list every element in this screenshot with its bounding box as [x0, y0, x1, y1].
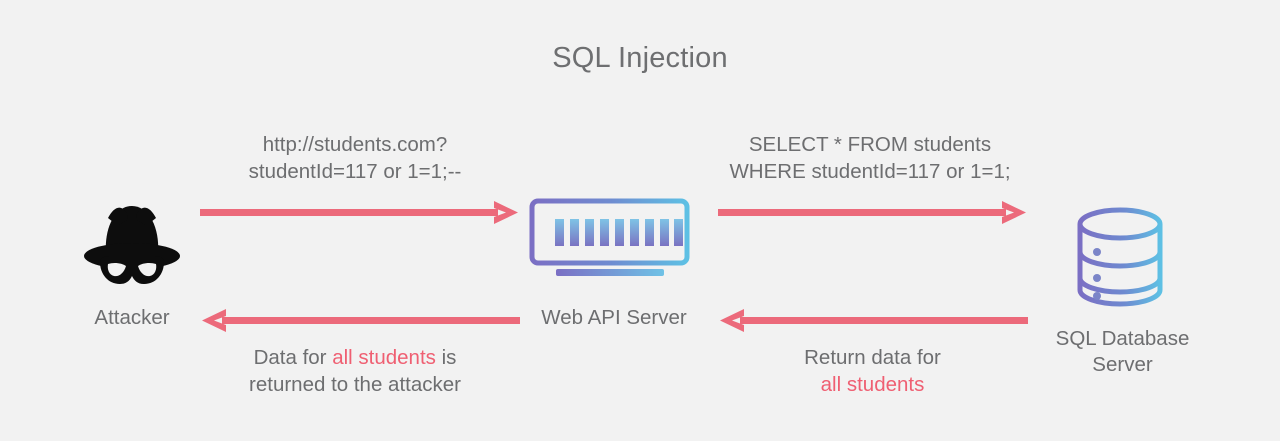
return-highlight: all students — [820, 373, 925, 396]
response-part1: Data for — [253, 346, 333, 369]
database-indicator-dots — [1093, 248, 1101, 300]
page-title: SQL Injection — [552, 42, 728, 74]
database-label-line1: SQL Database — [1055, 327, 1190, 350]
request-line2: studentId=117 or 1=1;-- — [248, 160, 462, 183]
monitor-icon — [528, 197, 700, 284]
message-sql-query: SELECT * FROM students WHERE studentId=1… — [705, 131, 1035, 185]
node-label-sql-database-server: SQL Database Server — [1030, 326, 1215, 378]
arrow-server-to-attacker — [200, 308, 520, 339]
database-label-line2: Server — [1092, 353, 1153, 376]
response-line2: returned to the attacker — [249, 373, 461, 396]
query-line1: SELECT * FROM students — [748, 133, 992, 156]
response-part2: is — [435, 346, 457, 369]
hacker-hat-mask-icon — [78, 196, 186, 293]
database-cylinder-icon — [1068, 204, 1172, 314]
monitor-bars — [555, 219, 683, 246]
node-label-attacker: Attacker — [94, 306, 170, 329]
return-line1: Return data for — [804, 346, 941, 369]
message-request: http://students.com? studentId=117 or 1=… — [205, 131, 505, 185]
response-highlight: all students — [332, 346, 436, 369]
node-label-web-api-server: Web API Server — [541, 306, 687, 329]
message-return-data: Return data for all students — [755, 344, 990, 398]
request-line1: http://students.com? — [262, 133, 448, 156]
arrow-database-to-server — [718, 308, 1028, 339]
arrow-server-to-database — [718, 200, 1028, 231]
query-line2: WHERE studentId=117 or 1=1; — [729, 160, 1011, 183]
arrow-attacker-to-server — [200, 200, 520, 231]
message-response: Data for all students is returned to the… — [205, 344, 505, 398]
